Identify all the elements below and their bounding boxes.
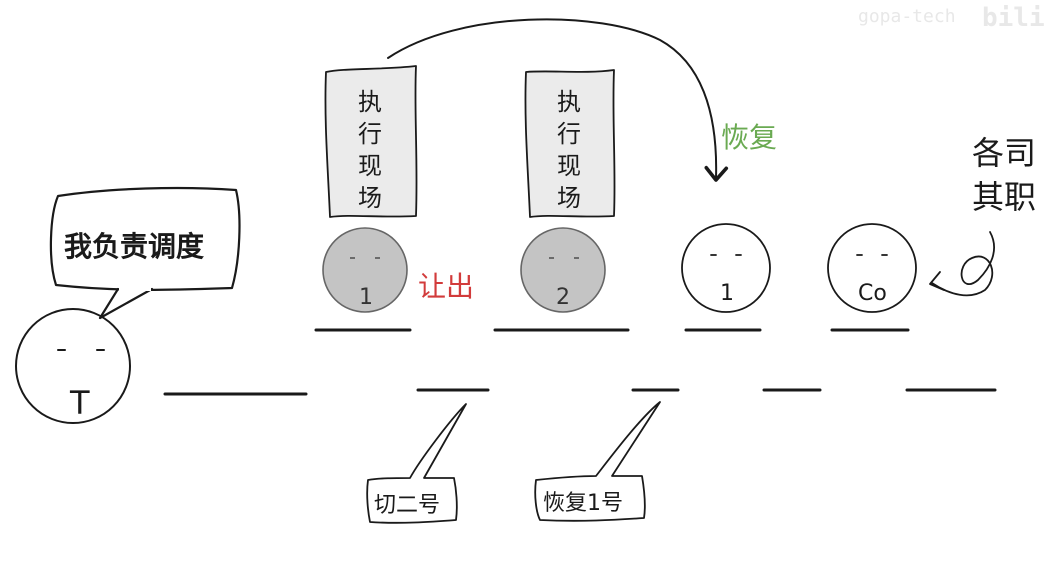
card-char: 场 (557, 184, 581, 212)
lower-lines (163, 388, 997, 396)
curly-arrowhead (929, 271, 945, 291)
switch-callout: 切二号 (366, 403, 467, 524)
card-char: 执 (358, 88, 382, 116)
coroutine-label: 2 (556, 285, 570, 310)
switch-callout-text: 切二号 (374, 493, 440, 518)
duty-label-line2: 其职 (972, 178, 1036, 216)
restore-callout: 恢复1号 (534, 401, 661, 522)
coroutine-face: 1 (681, 223, 771, 313)
scheduler-face-label: T (69, 384, 90, 422)
duty-label-line1: 各司 (972, 134, 1036, 172)
resume-label: 恢复 (721, 121, 777, 154)
card-char: 行 (358, 120, 382, 148)
curly-arrow (931, 231, 995, 297)
yield-label: 让出 (418, 270, 474, 303)
card-char: 行 (557, 120, 581, 148)
scheduler-face: T (15, 308, 131, 424)
scheduler-bubble-text: 我负责调度 (64, 230, 204, 263)
card-char: 现 (358, 152, 382, 180)
coroutine-face: Co (827, 223, 917, 313)
coroutine-face: 2 (520, 227, 606, 313)
card-char: 场 (358, 184, 382, 212)
watermark-text: gopa-tech (858, 6, 956, 27)
coroutine-face: 1 (322, 227, 408, 313)
card-char: 现 (557, 152, 581, 180)
coroutine-label: Co (858, 281, 887, 306)
scheduler-speech-bubble: 我负责调度 (49, 186, 241, 320)
restore-callout-text: 恢复1号 (543, 491, 623, 516)
bilibili-logo: bili (982, 3, 1045, 33)
execution-context-card: 执 行 现 场 (324, 65, 418, 218)
card-char: 执 (557, 88, 581, 116)
resume-arrow (387, 18, 729, 182)
coroutine-label: 1 (720, 281, 734, 306)
execution-context-card: 执 行 现 场 (524, 69, 616, 218)
coroutine-label: 1 (359, 285, 373, 310)
